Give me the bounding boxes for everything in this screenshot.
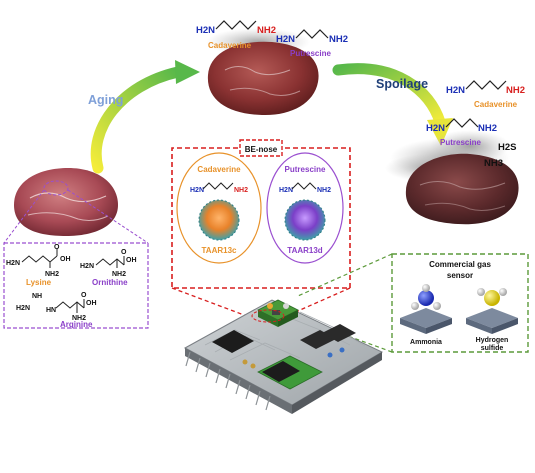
- taar13c-receptor: Cadaverine H2N NH2 TAAR13c: [176, 152, 262, 264]
- be-nose-panel: BE-nose Cadaverine H2N NH2 TAAR13c Putre…: [171, 139, 351, 319]
- putrescine-label: Putrescine: [440, 138, 481, 147]
- spoiled-putrescine: H2N NH2 Putrescine: [426, 118, 497, 147]
- h2s-label-2: sulfide: [481, 345, 504, 352]
- sulfur-atom: [484, 290, 500, 306]
- amine-label: NH2: [506, 85, 525, 96]
- amine-label: H2N: [80, 263, 94, 270]
- carbonyl-label: O: [54, 244, 60, 251]
- aging-arrow: Aging: [88, 60, 200, 174]
- amine-label: H2N: [190, 187, 204, 194]
- amine-label: NH2: [329, 34, 348, 45]
- carbonyl-label: O: [81, 292, 87, 299]
- ornithine-structure: H2N O OH NH2 Ornithine: [80, 249, 137, 287]
- cadaverine-label: Cadaverine: [208, 41, 252, 50]
- amine-label: H2N: [6, 260, 20, 267]
- amine-label: H2N: [276, 34, 295, 45]
- circuit-board: [183, 299, 384, 414]
- amine-label: NH2: [112, 271, 126, 278]
- ornithine-label: Ornithine: [92, 278, 128, 287]
- ammonia-label: Ammonia: [410, 339, 442, 346]
- putrescine-structure: H2N NH2 Putrescine: [276, 29, 348, 58]
- hydroxyl-label: OH: [126, 257, 137, 264]
- spoilage-label: Spoilage: [376, 77, 428, 91]
- amine-label: NH2: [257, 25, 276, 36]
- fresh-meat-group: [3, 168, 149, 244]
- nanoparticle-orange: [199, 200, 239, 240]
- carbonyl-label: O: [121, 249, 127, 256]
- h2s-label-1: Hydrogen: [476, 337, 509, 344]
- zoom-region: [43, 180, 69, 196]
- amine-label: H2N: [196, 25, 215, 36]
- meat-marbling: [229, 87, 301, 96]
- amine-label: NH2: [45, 271, 59, 278]
- h2s-label: H2S: [498, 142, 516, 153]
- amine-label: H2N: [279, 187, 293, 194]
- spoiled-meat-image: [405, 153, 519, 225]
- amino-acid-panel: H2N O OH NH2 Lysine H2N O OH NH2 Ornithi…: [3, 242, 149, 329]
- be-nose-title: BE-nose: [245, 145, 278, 154]
- nitrogen-atom: [418, 290, 434, 306]
- gas-sensor-panel: Commercial gas sensor Ammonia Hydrogen s…: [297, 253, 529, 353]
- taar13d-receptor: Putrescine H2N NH2 TAAR13d: [266, 152, 344, 264]
- putrescine-label: Putrescine: [290, 49, 331, 58]
- right-receptor-label: TAAR13d: [287, 246, 323, 255]
- amine-label: NH2: [234, 187, 248, 194]
- right-ligand-label: Putrescine: [285, 165, 326, 174]
- be-nose-title-box: [239, 139, 283, 157]
- spoiled-cadaverine: H2N NH2 Cadaverine: [446, 80, 525, 109]
- chip-2: [262, 361, 300, 382]
- aged-meat-group: H2N NH2 Cadaverine H2N NH2 Putrescine: [196, 20, 348, 116]
- amine-label: H2N: [16, 305, 30, 312]
- h2s-sensor: Hydrogen sulfide: [466, 288, 518, 352]
- amine-label: NH2: [72, 315, 86, 322]
- arginine-label: Arginine: [60, 320, 93, 329]
- cadaverine-structure: H2N NH2 Cadaverine: [196, 20, 276, 50]
- chip-4: [322, 324, 356, 342]
- amine-label: H2N: [446, 85, 465, 96]
- amine-label: H2N: [426, 123, 445, 134]
- spoiled-meat-group: H2N NH2 Cadaverine H2N NH2 Putrescine H2…: [385, 80, 525, 225]
- imine-label: NH: [32, 293, 42, 300]
- arginine-structure: NH H2N HN O OH NH2 Arginine: [16, 292, 97, 329]
- amine-label: NH2: [317, 187, 331, 194]
- left-receptor-label: TAAR13c: [202, 246, 238, 255]
- chip-1: [212, 330, 254, 353]
- spoilage-arrow: Spoilage: [332, 63, 453, 146]
- meat-marbling: [224, 66, 291, 76]
- imine-label: HN: [46, 307, 56, 314]
- gas-sensor-title-2: sensor: [447, 271, 473, 280]
- hydroxyl-label: OH: [60, 256, 71, 263]
- cadaverine-label: Cadaverine: [474, 100, 518, 109]
- lysine-label: Lysine: [26, 278, 52, 287]
- lysine-structure: H2N O OH NH2 Lysine: [6, 244, 71, 287]
- gas-sensor-title: Commercial gas: [429, 260, 491, 269]
- sensor-module: [251, 299, 299, 327]
- fresh-meat-image: [14, 168, 118, 236]
- ammonia-sensor: Ammonia: [400, 284, 452, 346]
- amine-label: NH2: [478, 123, 497, 134]
- left-ligand-label: Cadaverine: [197, 165, 241, 174]
- aged-meat-image: [207, 41, 319, 116]
- aging-label: Aging: [88, 93, 123, 107]
- nh3-label: NH3: [484, 158, 503, 169]
- nanoparticle-purple: [285, 200, 325, 240]
- hydroxyl-label: OH: [86, 300, 97, 307]
